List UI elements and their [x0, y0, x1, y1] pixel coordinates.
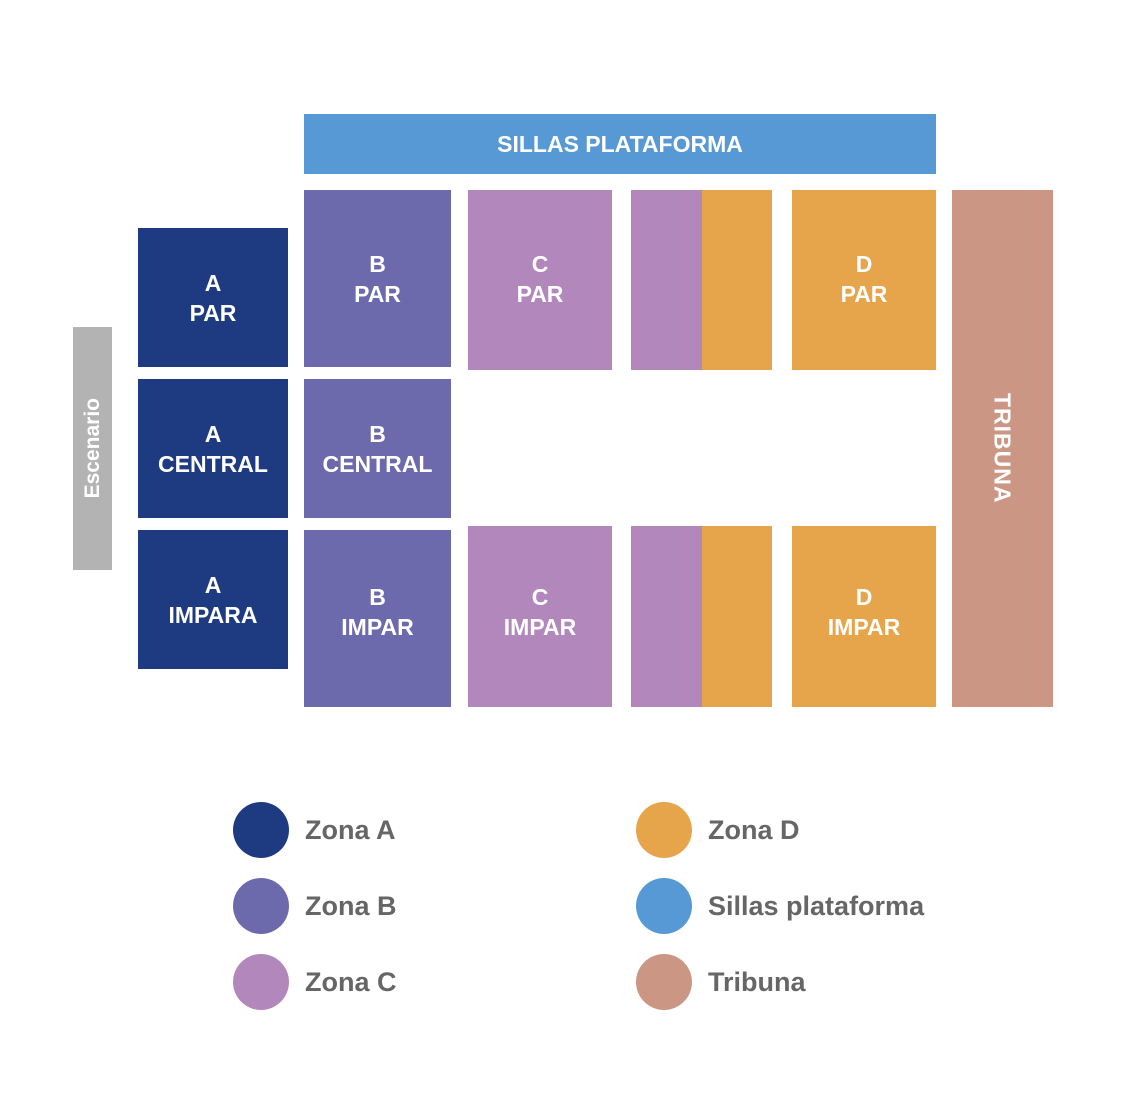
tribuna-block[interactable]: TRIBUNA: [952, 190, 1053, 707]
section-b-impar[interactable]: B IMPAR: [304, 530, 451, 707]
section-label-letter: C: [531, 251, 549, 277]
section-a-impara[interactable]: A IMPARA: [138, 530, 288, 669]
escenario-block: Escenario: [73, 327, 112, 570]
section-c-impar[interactable]: C IMPAR: [468, 526, 612, 707]
legend-label: Zona A: [305, 814, 396, 845]
legend-item-zona-c: Zona C: [233, 954, 397, 1010]
section-c-par[interactable]: C PAR: [468, 190, 612, 370]
section-label-letter: A: [204, 571, 222, 598]
legend-item-zona-b: Zona B: [233, 878, 397, 934]
section-b-central[interactable]: B CENTRAL: [304, 379, 451, 518]
section-d-par-extension[interactable]: [702, 190, 772, 370]
legend-swatch: [636, 802, 692, 858]
legend-label: Zona C: [305, 966, 397, 997]
section-label-letter: C: [531, 584, 549, 610]
section-label-letter: D: [855, 584, 873, 610]
section-label-type: PAR: [189, 299, 237, 326]
legend-item-zona-d: Zona D: [636, 802, 800, 858]
section-label-type: IMPARA: [168, 601, 258, 628]
legend-swatch: [233, 802, 289, 858]
section-c-par-extension[interactable]: [631, 190, 702, 370]
sillas-plataforma-block[interactable]: SILLAS PLATAFORMA: [304, 114, 936, 174]
sillas-plataforma-label: SILLAS PLATAFORMA: [497, 131, 743, 157]
legend-label: Tribuna: [708, 966, 806, 997]
legend-label: Sillas plataforma: [708, 890, 925, 921]
section-d-impar[interactable]: D IMPAR: [792, 526, 936, 707]
section-c-impar-extension[interactable]: [631, 526, 702, 707]
tribuna-label: TRIBUNA: [989, 393, 1016, 504]
legend-swatch: [233, 954, 289, 1010]
section-label-type: PAR: [516, 281, 564, 307]
section-label-type: IMPAR: [827, 614, 901, 640]
section-label-letter: B: [369, 251, 386, 277]
section-b-par[interactable]: B PAR: [304, 190, 451, 367]
section-label-letter: A: [204, 420, 222, 447]
section-label-type: PAR: [354, 281, 401, 307]
section-a-central[interactable]: A CENTRAL: [138, 379, 288, 518]
legend-item-tribuna: Tribuna: [636, 954, 806, 1010]
legend-swatch: [636, 954, 692, 1010]
section-label-letter: D: [855, 251, 873, 277]
section-label-type: PAR: [840, 281, 888, 307]
section-label-type: CENTRAL: [158, 450, 268, 477]
legend-label: Zona B: [305, 890, 397, 921]
legend-label: Zona D: [708, 814, 800, 845]
section-label-type: IMPAR: [341, 614, 414, 640]
section-label-letter: A: [204, 269, 222, 296]
section-d-par[interactable]: D PAR: [792, 190, 936, 370]
section-d-impar-extension[interactable]: [702, 526, 772, 707]
section-label-type: CENTRAL: [322, 450, 433, 477]
section-label-letter: B: [369, 584, 386, 610]
escenario-label: Escenario: [80, 398, 104, 499]
legend-item-sillas-plataforma: Sillas plataforma: [636, 878, 924, 934]
legend-swatch: [233, 878, 289, 934]
section-label-letter: B: [369, 420, 386, 447]
legend-item-zona-a: Zona A: [233, 802, 396, 858]
legend-swatch: [636, 878, 692, 934]
section-a-par[interactable]: A PAR: [138, 228, 288, 367]
section-label-type: IMPAR: [503, 614, 577, 640]
